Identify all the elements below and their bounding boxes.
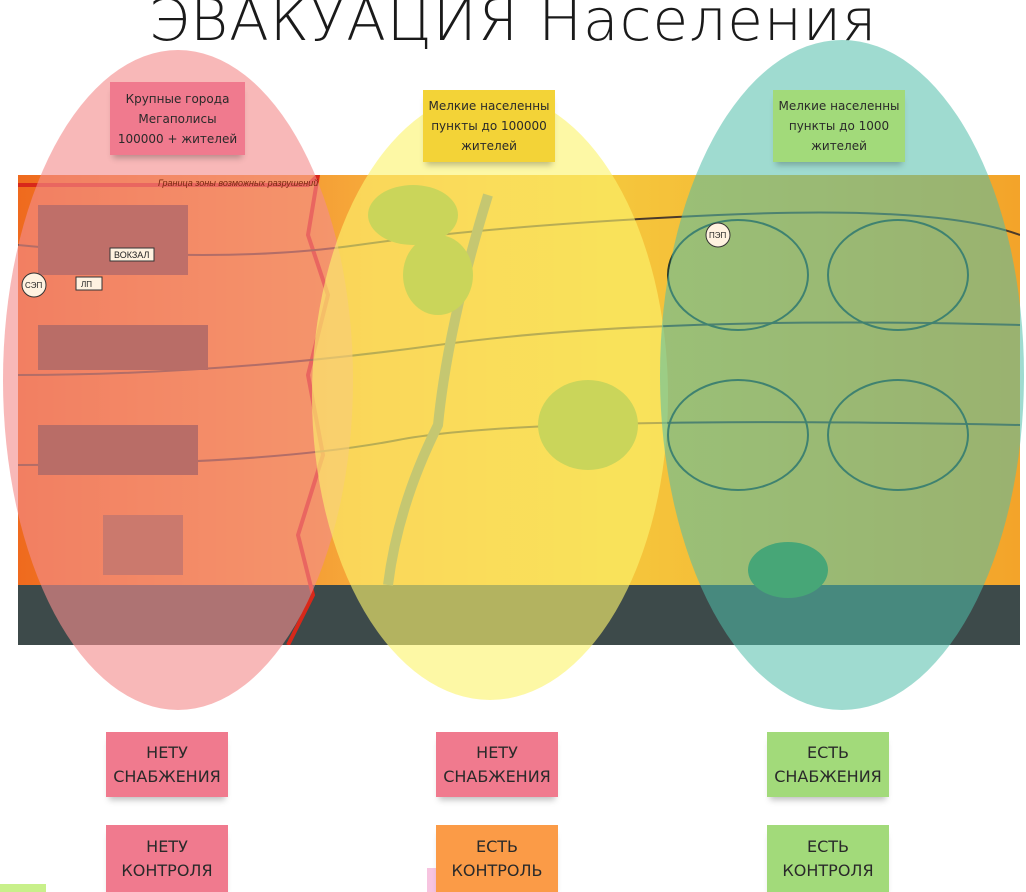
page-title: ЭВАКУАЦИЯ Населения [148,0,878,54]
sticky-medium-settlements[interactable]: Мелкие населенны пункты до 100000 жителе… [423,90,555,162]
sticky-large-cities[interactable]: Крупные города Мегаполисы 100000 + жител… [110,82,245,155]
sticky-control-small[interactable]: ЕСТЬ КОНТРОЛЯ [767,825,889,892]
partial-sticky-edge[interactable] [0,884,46,892]
sticky-control-medium[interactable]: ЕСТЬ КОНТРОЛЬ [436,825,558,892]
zone-ellipse-medium-settlements[interactable] [312,92,668,700]
sticky-small-settlements[interactable]: Мелкие населенны пункты до 1000 жителей [773,90,905,162]
sticky-supply-large[interactable]: НЕТУ СНАБЖЕНИЯ [106,732,228,797]
sticky-control-large[interactable]: НЕТУ КОНТРОЛЯ [106,825,228,892]
sticky-supply-medium[interactable]: НЕТУ СНАБЖЕНИЯ [436,732,558,797]
zone-ellipse-large-cities[interactable] [3,50,353,710]
sticky-supply-small[interactable]: ЕСТЬ СНАБЖЕНИЯ [767,732,889,797]
